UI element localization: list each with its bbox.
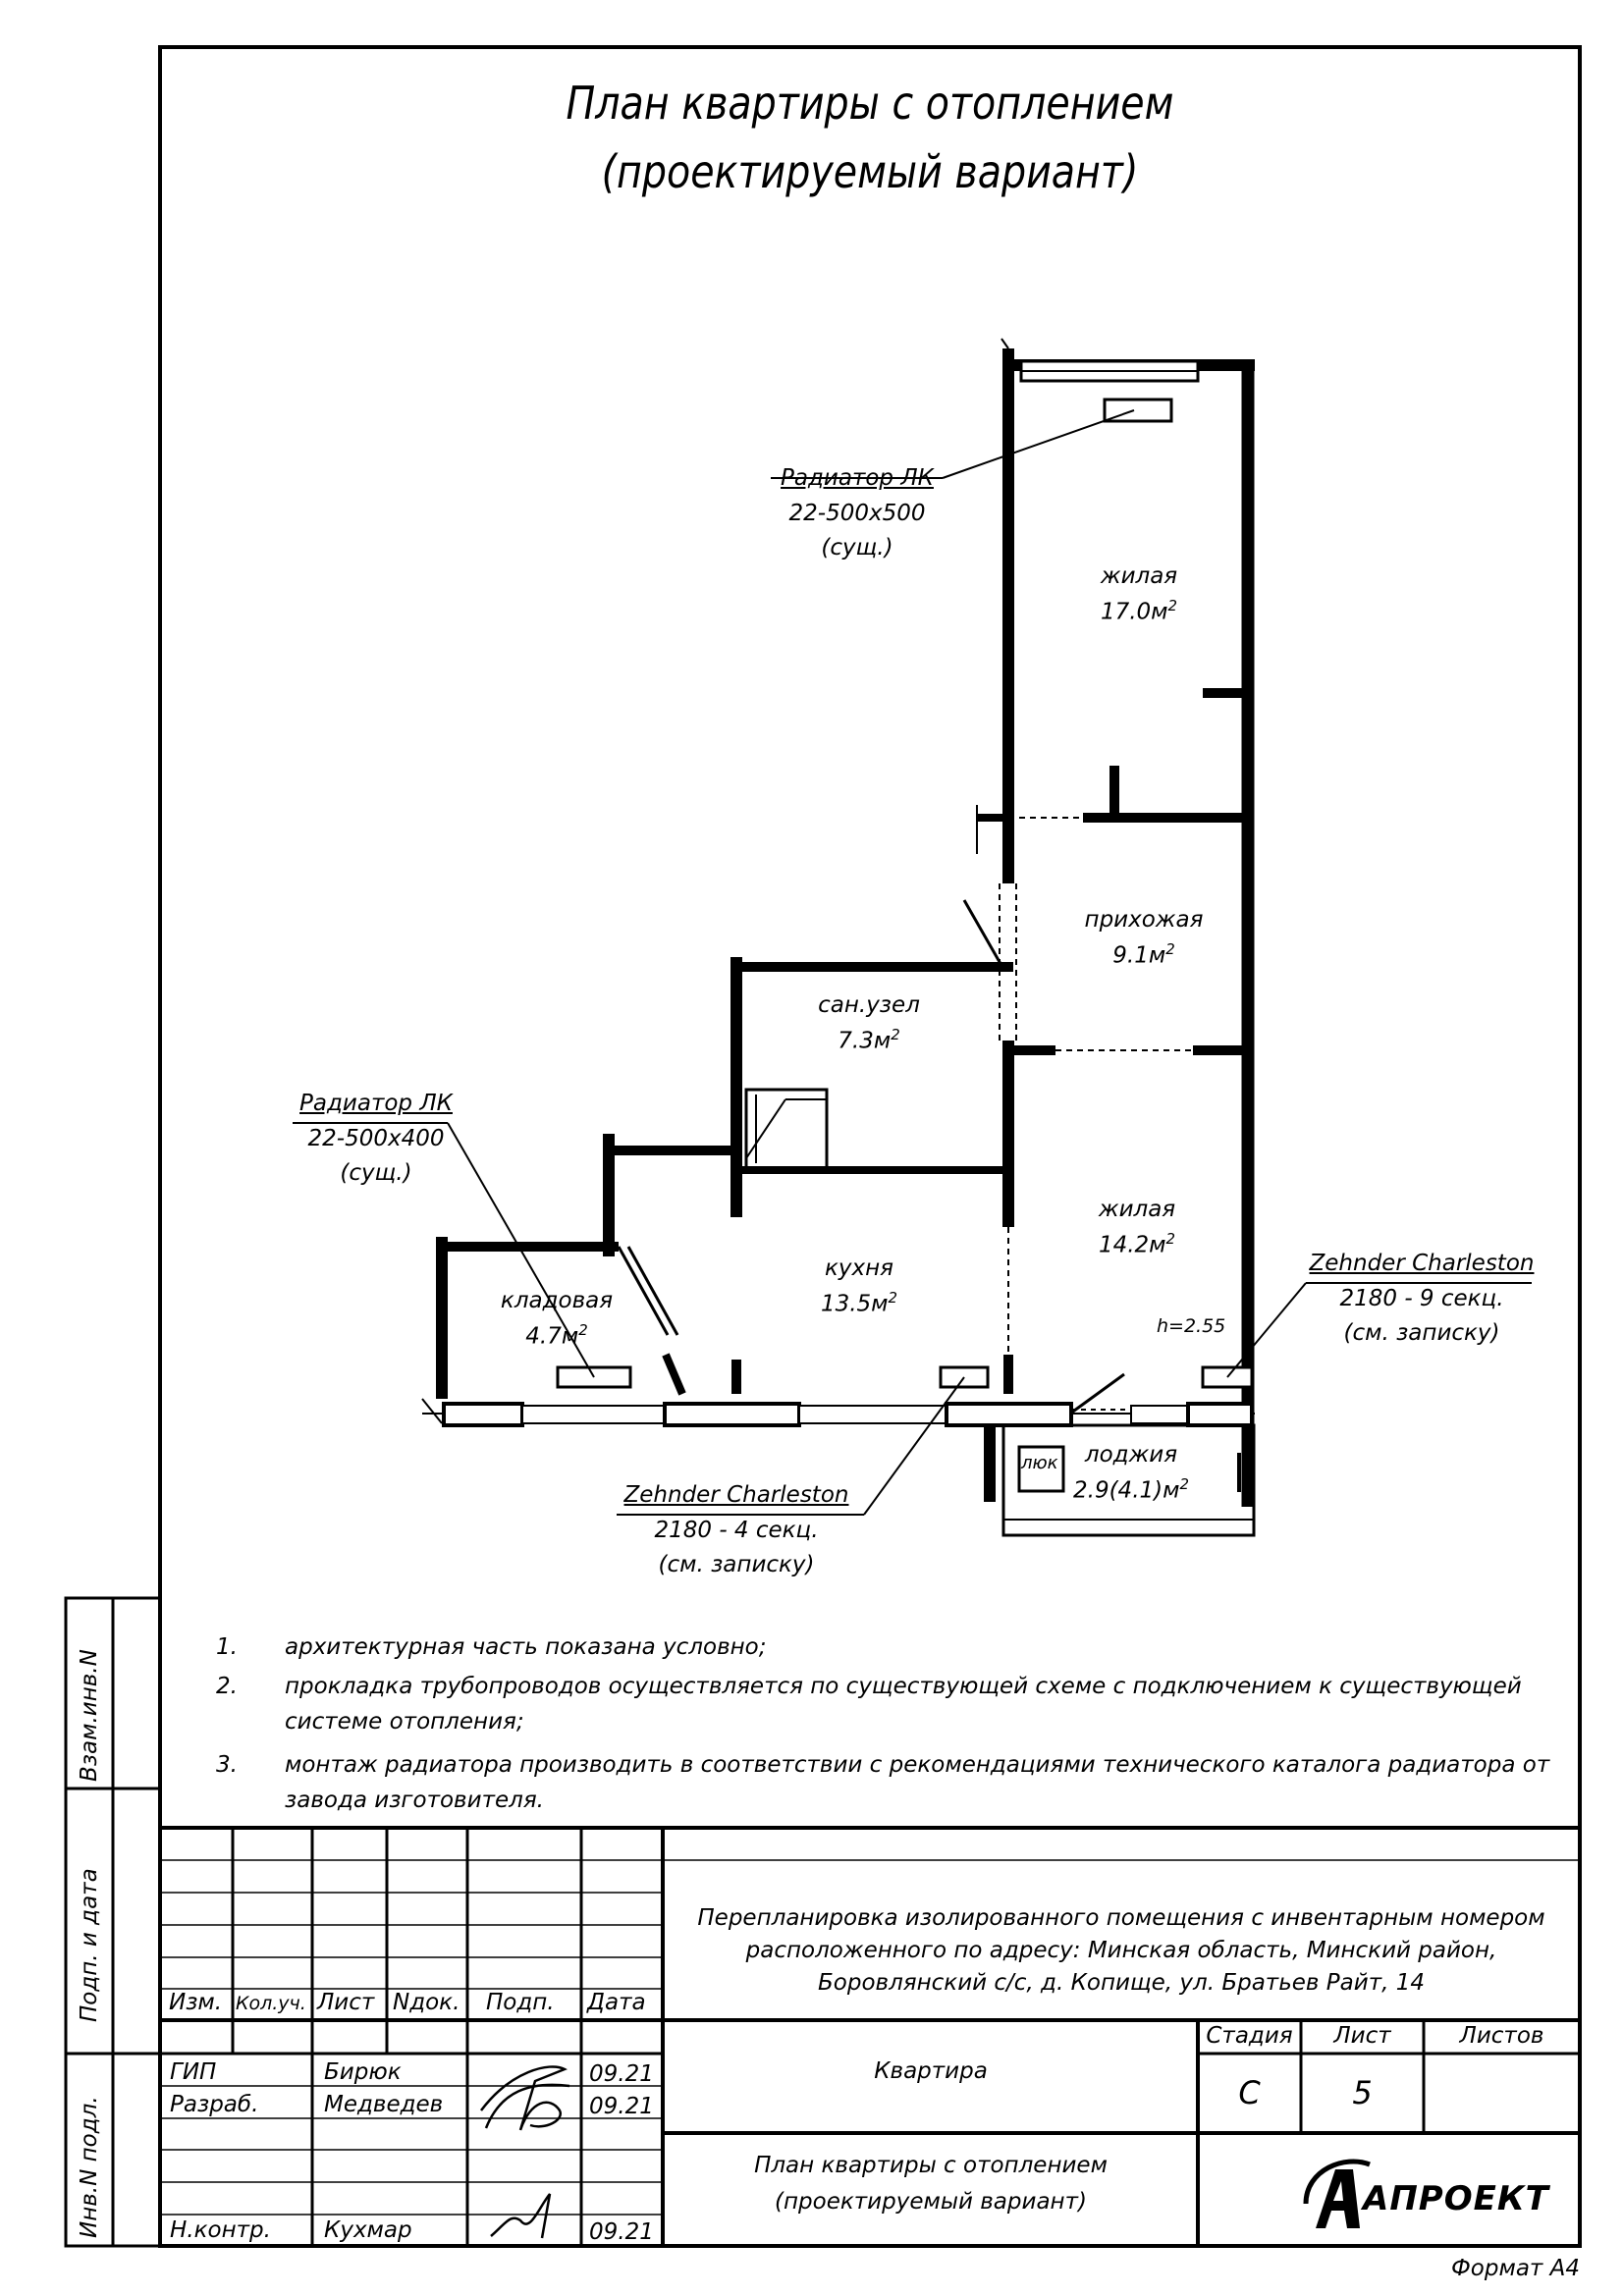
stamp-header-ndok: Nдок. xyxy=(393,1990,460,2015)
room-name: кладовая xyxy=(500,1288,614,1313)
stamp-sheets-label: Листов xyxy=(1459,2023,1544,2049)
side-label-vzam: Взам.инв.N xyxy=(77,1649,102,1782)
stamp-stage-label: Стадия xyxy=(1206,2023,1293,2049)
room-living-top: жилая 17.0м2 xyxy=(1101,560,1177,630)
stamp-date-razrab: 09.21 xyxy=(589,2094,654,2119)
walls xyxy=(421,338,1256,1537)
room-area: 4.7 xyxy=(525,1323,562,1350)
stamp-stage-value: С xyxy=(1238,2074,1261,2111)
stamp-object: Квартира xyxy=(874,2058,988,2084)
room-kitchen: кухня 13.5м2 xyxy=(821,1252,897,1322)
drawing-title-line1: План квартиры с отоплением xyxy=(566,77,1174,130)
room-area: 13.5 xyxy=(820,1291,872,1317)
company-logo-text: АПРОЕКТ xyxy=(1363,2179,1549,2218)
side-label-podp: Подп. и дата xyxy=(77,1868,102,2022)
stamp-header-koluch: Кол.уч. xyxy=(236,1993,306,2014)
room-name: сан.узел xyxy=(818,992,920,1018)
room-name: жилая xyxy=(1098,1197,1176,1222)
stamp-name-razrab: Медведев xyxy=(324,2092,444,2117)
room-name: жилая xyxy=(1100,563,1178,589)
room-name: кухня xyxy=(825,1255,893,1281)
leader-lines xyxy=(293,409,1532,1516)
radiator-callout-top: Радиатор ЛК 22-500х500 (сущ.) xyxy=(781,465,934,561)
room-name: прихожая xyxy=(1084,907,1204,933)
stamp-date-nkontr: 09.21 xyxy=(589,2219,654,2245)
stamp-role-razrab: Разраб. xyxy=(170,2092,259,2117)
stamp-header-list: Лист xyxy=(317,1990,375,2015)
radiator-callout-left: Радиатор ЛК 22-500х400 (сущ.) xyxy=(299,1091,453,1187)
side-strip xyxy=(64,1596,162,2248)
sheet-frame xyxy=(158,45,1582,2248)
logo xyxy=(1303,2159,1371,2228)
room-bathroom: сан.узел 7.3м2 xyxy=(818,988,920,1059)
room-loggia: лоджия 2.9(4.1)м2 xyxy=(1073,1438,1189,1509)
title-block xyxy=(160,1826,1580,2246)
stamp-header-izm: Изм. xyxy=(169,1990,223,2015)
stamp-sheet-title-2: (проектируемый вариант) xyxy=(775,2189,1087,2215)
stamp-project-title: Перепланировка изолированного помещения … xyxy=(697,1905,1545,1996)
room-area: 7.3 xyxy=(838,1028,874,1054)
note-2: 2.прокладка трубопроводов осуществляется… xyxy=(216,1674,1522,1735)
room-area: 17.0 xyxy=(1100,599,1152,625)
stamp-role-gip: ГИП xyxy=(170,2059,217,2085)
signature-marks xyxy=(480,2065,570,2239)
stamp-sheet-label: Лист xyxy=(1333,2023,1391,2049)
room-hall: прихожая 9.1м2 xyxy=(1085,903,1204,974)
note-3: 3.монтаж радиатора производить в соответ… xyxy=(216,1752,1550,1813)
stamp-sheet-value: 5 xyxy=(1352,2074,1373,2111)
room-living-bottom: жилая 14.2м2 xyxy=(1099,1193,1175,1263)
room-area: 2.9(4.1) xyxy=(1073,1477,1163,1504)
hatch-label: люк xyxy=(1021,1453,1058,1473)
stamp-date-gip: 09.21 xyxy=(589,2061,654,2087)
stamp-header-podp: Подп. xyxy=(486,1990,555,2015)
note-1: 1.архитектурная часть показана условно; xyxy=(216,1634,767,1660)
room-name: лоджия xyxy=(1084,1442,1178,1468)
stamp-header-data: Дата xyxy=(587,1990,646,2015)
radiator-callout-right: Zehnder Charleston 2180 - 9 секц. (см. з… xyxy=(1309,1251,1535,1347)
stamp-name-gip: Бирюк xyxy=(324,2059,402,2085)
format-label: Формат А4 xyxy=(1451,2256,1580,2281)
stamp-role-nkontr: Н.контр. xyxy=(170,2217,271,2243)
room-storage: кладовая 4.7м2 xyxy=(501,1284,613,1355)
room-area: 9.1 xyxy=(1112,942,1149,969)
radiator-callout-bottom: Zehnder Charleston 2180 - 4 секц. (см. з… xyxy=(623,1482,849,1578)
ceiling-height: h=2.55 xyxy=(1157,1315,1226,1337)
drawing-title-line2: (проектируемый вариант) xyxy=(601,145,1139,198)
side-label-inv: Инв.N подл. xyxy=(77,2096,102,2238)
stamp-sheet-title-1: План квартиры с отоплением xyxy=(754,2153,1108,2178)
stamp-name-nkontr: Кухмар xyxy=(324,2217,412,2243)
room-area: 14.2 xyxy=(1098,1232,1150,1258)
